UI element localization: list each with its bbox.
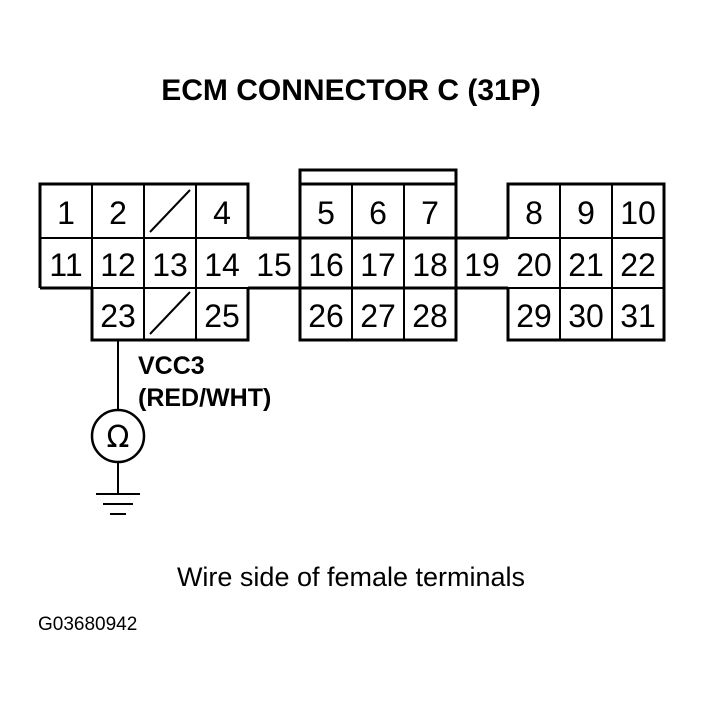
- terminal-label: 11: [49, 247, 82, 283]
- terminal-row-3: 23 25 26 27 28 29 30 31: [100, 298, 656, 334]
- terminal-label: 19: [464, 247, 500, 283]
- terminal-label: 23: [100, 298, 136, 334]
- terminal-label: 20: [516, 247, 552, 283]
- terminal-row-1: 1 2 4 5 6 7 8 9 10: [57, 195, 656, 231]
- terminal-label: 25: [204, 298, 240, 334]
- terminal-label: 27: [360, 298, 396, 334]
- terminal-label: 22: [620, 247, 656, 283]
- terminal-label: 28: [412, 298, 448, 334]
- terminal-label: 31: [620, 298, 656, 334]
- terminal-row-2: 11 12 13 14 15 16 17 18 19 20 21 22: [49, 247, 655, 283]
- ohmmeter-icon: Ω: [90, 408, 146, 464]
- terminal-label: 18: [412, 247, 448, 283]
- terminal-label: 10: [620, 195, 656, 231]
- terminal-label: 4: [213, 195, 231, 231]
- wire-color-label: (RED/WHT): [138, 384, 271, 412]
- terminal-label: 30: [568, 298, 604, 334]
- ohm-symbol: Ω: [107, 420, 130, 455]
- terminal-label: 13: [152, 247, 188, 283]
- terminal-label: 14: [204, 247, 240, 283]
- diagram-title: ECM CONNECTOR C (31P): [161, 74, 540, 107]
- cell-grid: [40, 184, 664, 340]
- figure-code: G03680942: [38, 614, 137, 635]
- terminal-label: 5: [317, 195, 335, 231]
- terminal-label: 2: [109, 195, 127, 231]
- ground-icon: [96, 493, 140, 515]
- terminal-label: 12: [100, 247, 136, 283]
- terminal-label: 26: [308, 298, 344, 334]
- wire-signal-label: VCC3: [138, 352, 205, 380]
- terminal-label: 21: [568, 247, 604, 283]
- terminal-label: 6: [369, 195, 387, 231]
- terminal-label: 9: [577, 195, 595, 231]
- terminal-label: 16: [308, 247, 344, 283]
- caption: Wire side of female terminals: [177, 562, 525, 592]
- terminal-label: 7: [421, 195, 439, 231]
- terminal-label: 1: [57, 195, 75, 231]
- terminal-label: 29: [516, 298, 552, 334]
- terminal-label: 17: [360, 247, 396, 283]
- terminal-label: 8: [525, 195, 543, 231]
- terminal-label: 15: [256, 247, 292, 283]
